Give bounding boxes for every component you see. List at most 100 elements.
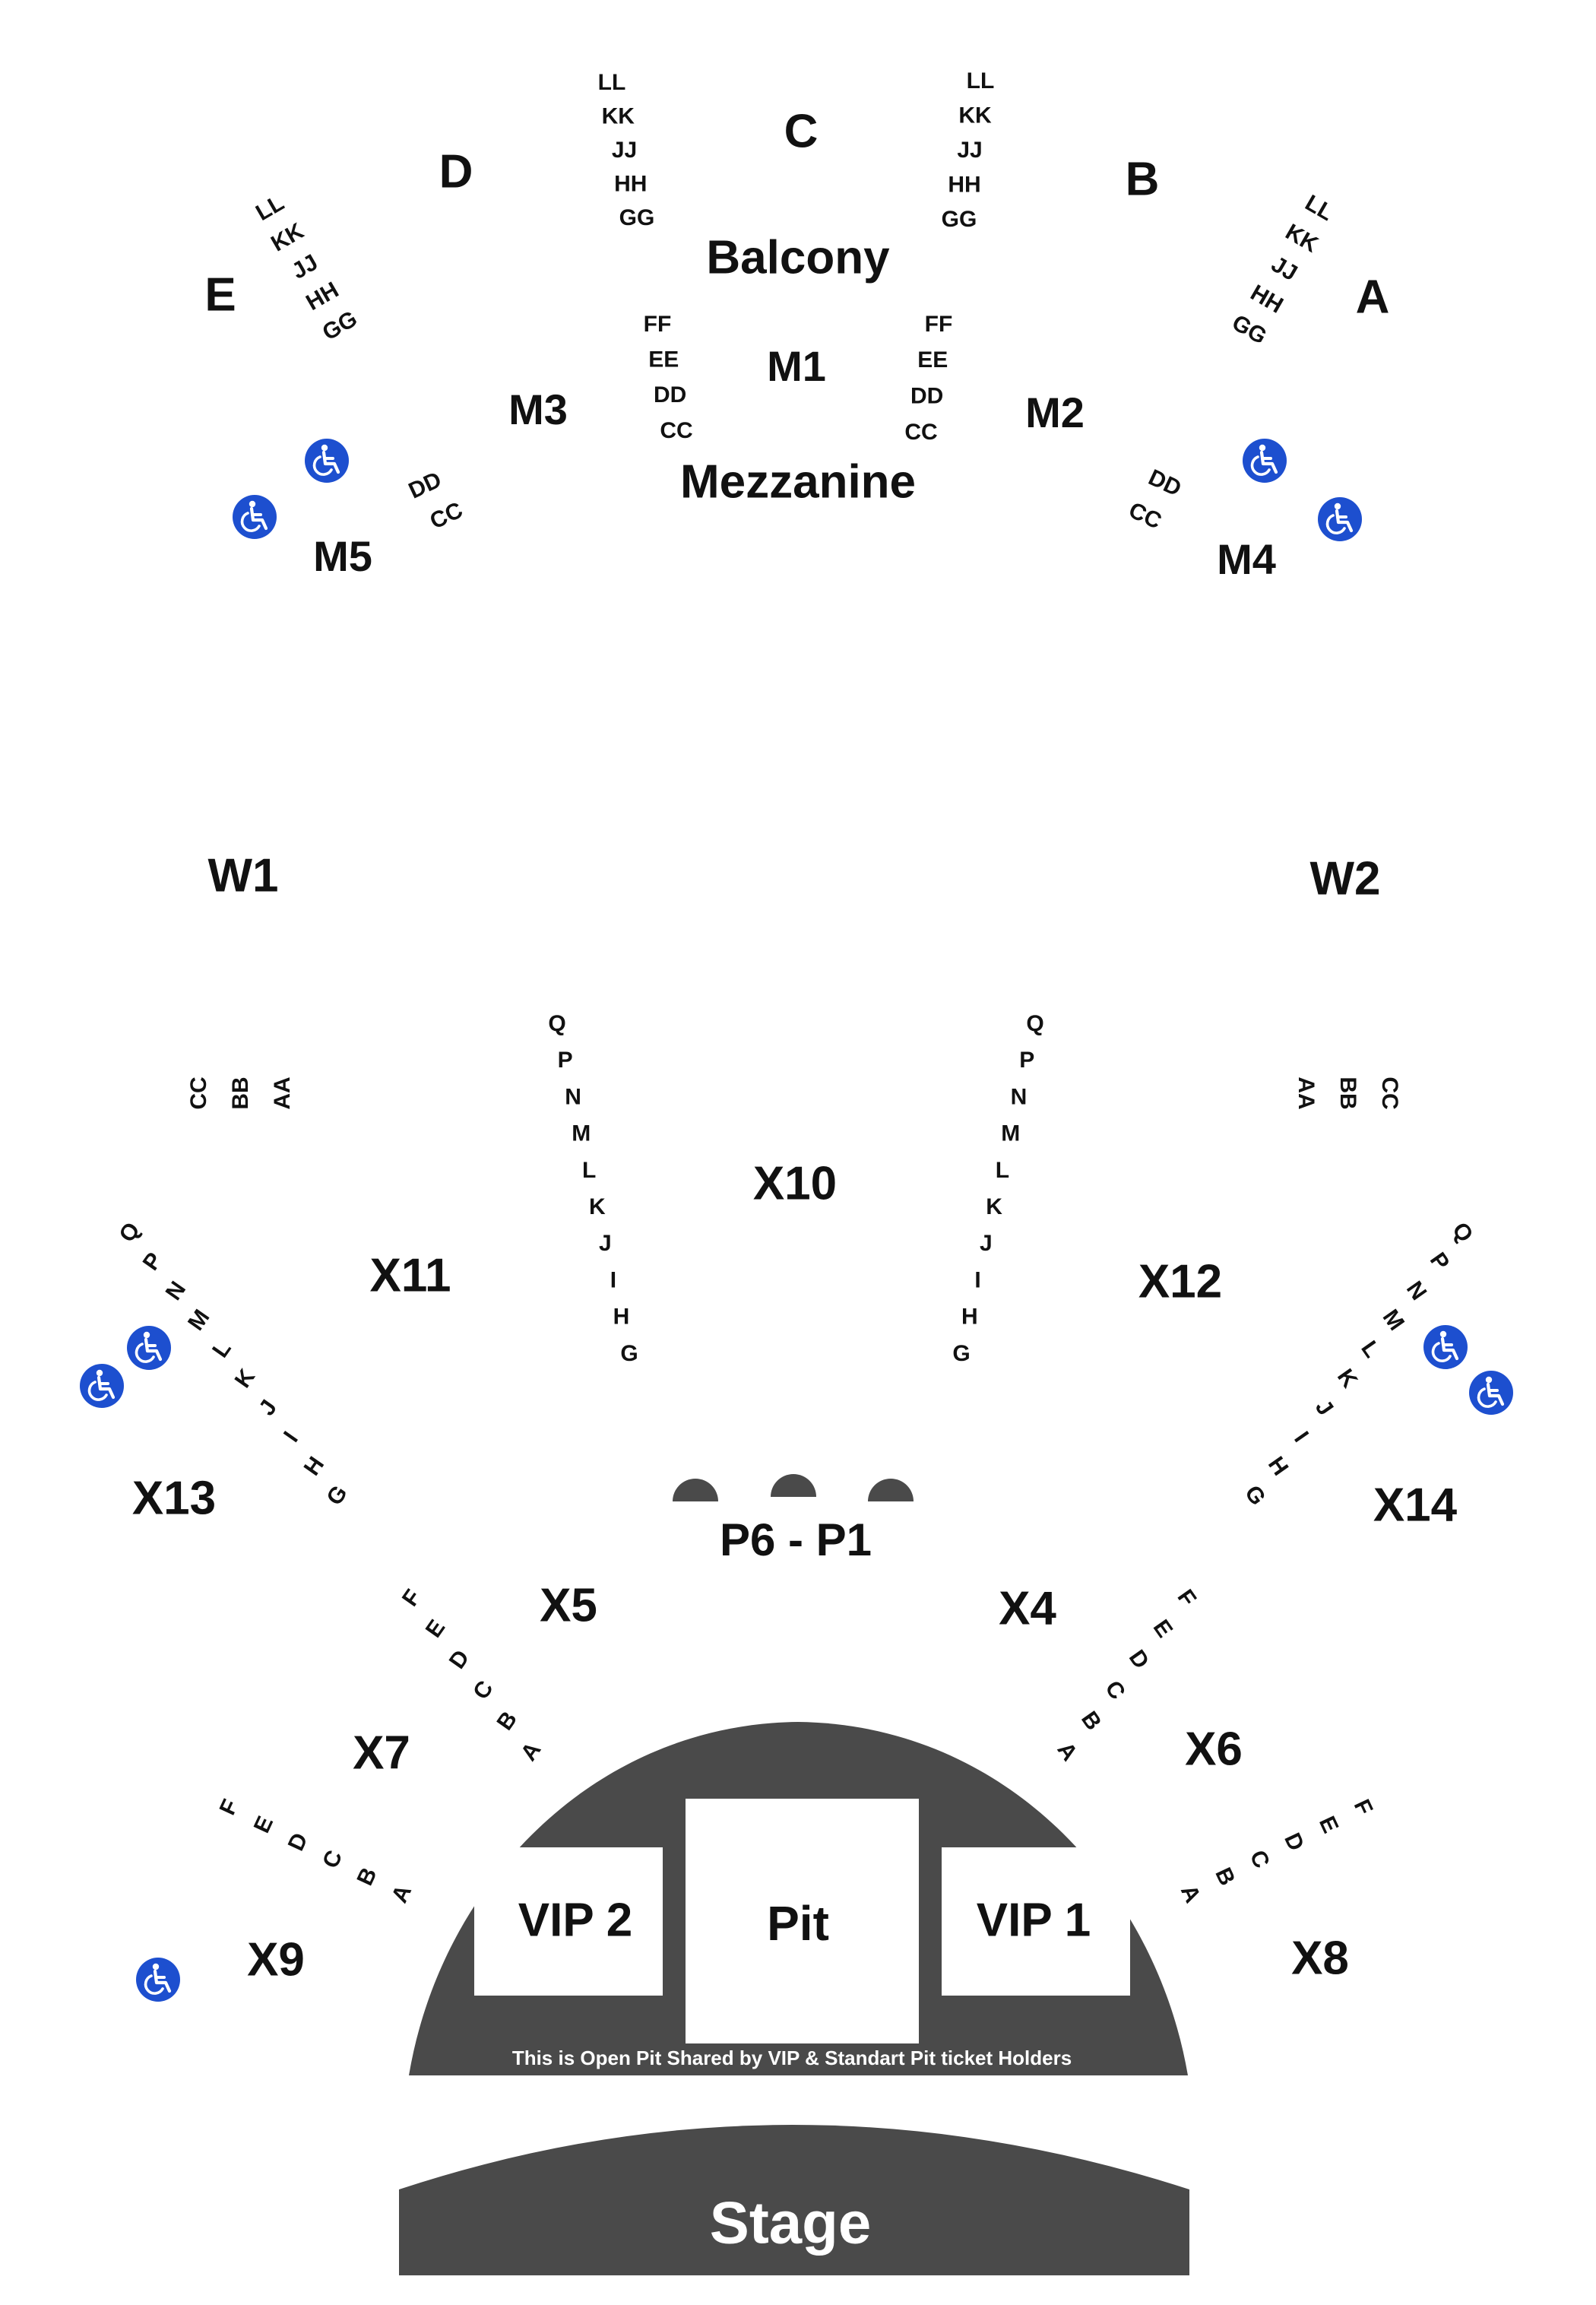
row-label: N xyxy=(161,1277,191,1305)
pit-box[interactable] xyxy=(686,1799,919,2043)
section-p6-p1[interactable]: P6 - P1 xyxy=(720,1514,872,1565)
row-label: M xyxy=(1001,1121,1020,1146)
section-m5[interactable]: M5 xyxy=(313,532,372,580)
row-label: AA xyxy=(1294,1076,1319,1109)
row-label: B xyxy=(492,1707,522,1735)
stage-shape xyxy=(399,2125,1189,2275)
row-label: H xyxy=(613,1305,630,1330)
platform-shape[interactable] xyxy=(771,1474,816,1497)
section-e[interactable]: E xyxy=(204,268,236,321)
section-w2[interactable]: W2 xyxy=(1310,852,1381,905)
section-m2[interactable]: M2 xyxy=(1025,388,1085,436)
row-label: P xyxy=(558,1048,573,1073)
row-label: K xyxy=(589,1194,606,1219)
row-label: H xyxy=(1263,1452,1293,1480)
row-label: B xyxy=(1210,1864,1240,1890)
row-label: JJ xyxy=(612,138,637,163)
row-label: KK xyxy=(267,218,308,256)
row-label: AA xyxy=(270,1076,295,1109)
row-label: EE xyxy=(917,347,948,373)
vip-2-box[interactable] xyxy=(474,1847,663,1996)
pit-label: Pit xyxy=(767,1896,829,1951)
row-label: C xyxy=(468,1676,498,1704)
section-b[interactable]: B xyxy=(1126,153,1160,205)
row-label: B xyxy=(353,1864,382,1890)
row-label: G xyxy=(952,1341,970,1366)
row-label: E xyxy=(1148,1615,1178,1642)
row-label: M xyxy=(1378,1305,1409,1335)
row-label: KK xyxy=(1281,220,1322,258)
row-label: C xyxy=(318,1847,347,1872)
row-label: F xyxy=(215,1796,244,1819)
row-label: H xyxy=(961,1305,978,1330)
row-label: B xyxy=(1076,1707,1106,1735)
section-x11[interactable]: X11 xyxy=(370,1249,451,1302)
row-label: FF xyxy=(925,312,953,337)
section-d[interactable]: D xyxy=(439,145,473,198)
row-label: A xyxy=(387,1882,416,1907)
stage-label: Stage xyxy=(710,2189,871,2256)
section-a[interactable]: A xyxy=(1356,271,1390,323)
row-label: KK xyxy=(958,103,992,128)
row-label: G xyxy=(321,1481,352,1510)
row-label: E xyxy=(1314,1812,1343,1837)
section-x13[interactable]: X13 xyxy=(132,1472,216,1524)
row-label: HH xyxy=(948,172,980,197)
section-m3[interactable]: M3 xyxy=(508,385,568,433)
row-label: LL xyxy=(598,70,626,95)
row-label: F xyxy=(1173,1585,1202,1611)
wheelchair-icon xyxy=(305,439,349,483)
section-x5[interactable]: X5 xyxy=(540,1579,597,1631)
section-m1[interactable]: M1 xyxy=(767,342,826,390)
section-c[interactable]: C xyxy=(784,105,819,157)
vip-2-label: VIP 2 xyxy=(518,1894,633,1946)
platform-shape[interactable] xyxy=(673,1479,718,1501)
wheelchair-icon xyxy=(127,1326,171,1370)
row-label: K xyxy=(1332,1365,1363,1393)
row-label: A xyxy=(1176,1882,1205,1907)
wheelchair-icon xyxy=(1318,497,1362,541)
row-label: CC xyxy=(1125,497,1165,534)
row-label: I xyxy=(610,1268,616,1293)
row-label: D xyxy=(283,1829,313,1855)
row-label: J xyxy=(1310,1395,1338,1420)
section-x10[interactable]: X10 xyxy=(753,1157,837,1210)
row-label: L xyxy=(207,1336,236,1362)
row-label: G xyxy=(620,1341,638,1366)
vip-1-label: VIP 1 xyxy=(977,1894,1091,1946)
row-label: J xyxy=(980,1231,993,1256)
section-x6[interactable]: X6 xyxy=(1185,1723,1243,1775)
section-m4[interactable]: M4 xyxy=(1217,535,1276,583)
section-x4[interactable]: X4 xyxy=(999,1582,1056,1634)
row-label: EE xyxy=(648,347,679,373)
row-label: CC xyxy=(904,420,937,445)
row-label: I xyxy=(974,1268,980,1293)
row-label: F xyxy=(1349,1796,1378,1819)
section-w1[interactable]: W1 xyxy=(208,849,279,902)
pit-note: This is Open Pit Shared by VIP & Standar… xyxy=(512,2047,1072,2069)
section-x12[interactable]: X12 xyxy=(1138,1255,1222,1308)
row-label: HH xyxy=(614,171,647,196)
row-label: HH xyxy=(302,277,343,315)
row-label: JJ xyxy=(957,138,982,163)
row-label: I xyxy=(279,1427,303,1447)
balcony-label: Balcony xyxy=(706,231,890,284)
row-label: N xyxy=(1011,1084,1028,1109)
section-x9[interactable]: X9 xyxy=(247,1933,305,1986)
section-x7[interactable]: X7 xyxy=(353,1726,410,1779)
row-label: CC xyxy=(186,1076,211,1109)
row-label: CC xyxy=(426,497,467,534)
section-x8[interactable]: X8 xyxy=(1291,1932,1349,1984)
row-label: L xyxy=(996,1158,1009,1183)
platform-shape[interactable] xyxy=(868,1479,914,1501)
wheelchair-icon xyxy=(1423,1325,1468,1369)
vip-1-box[interactable] xyxy=(942,1847,1130,1996)
row-label: CC xyxy=(660,418,692,443)
row-label: J xyxy=(254,1395,282,1420)
row-label: C xyxy=(1245,1847,1275,1872)
section-x14[interactable]: X14 xyxy=(1373,1479,1458,1531)
row-label: Q xyxy=(1026,1011,1043,1036)
row-label: Q xyxy=(548,1011,565,1036)
wheelchair-icon xyxy=(1469,1371,1513,1415)
row-label: F xyxy=(397,1585,426,1611)
